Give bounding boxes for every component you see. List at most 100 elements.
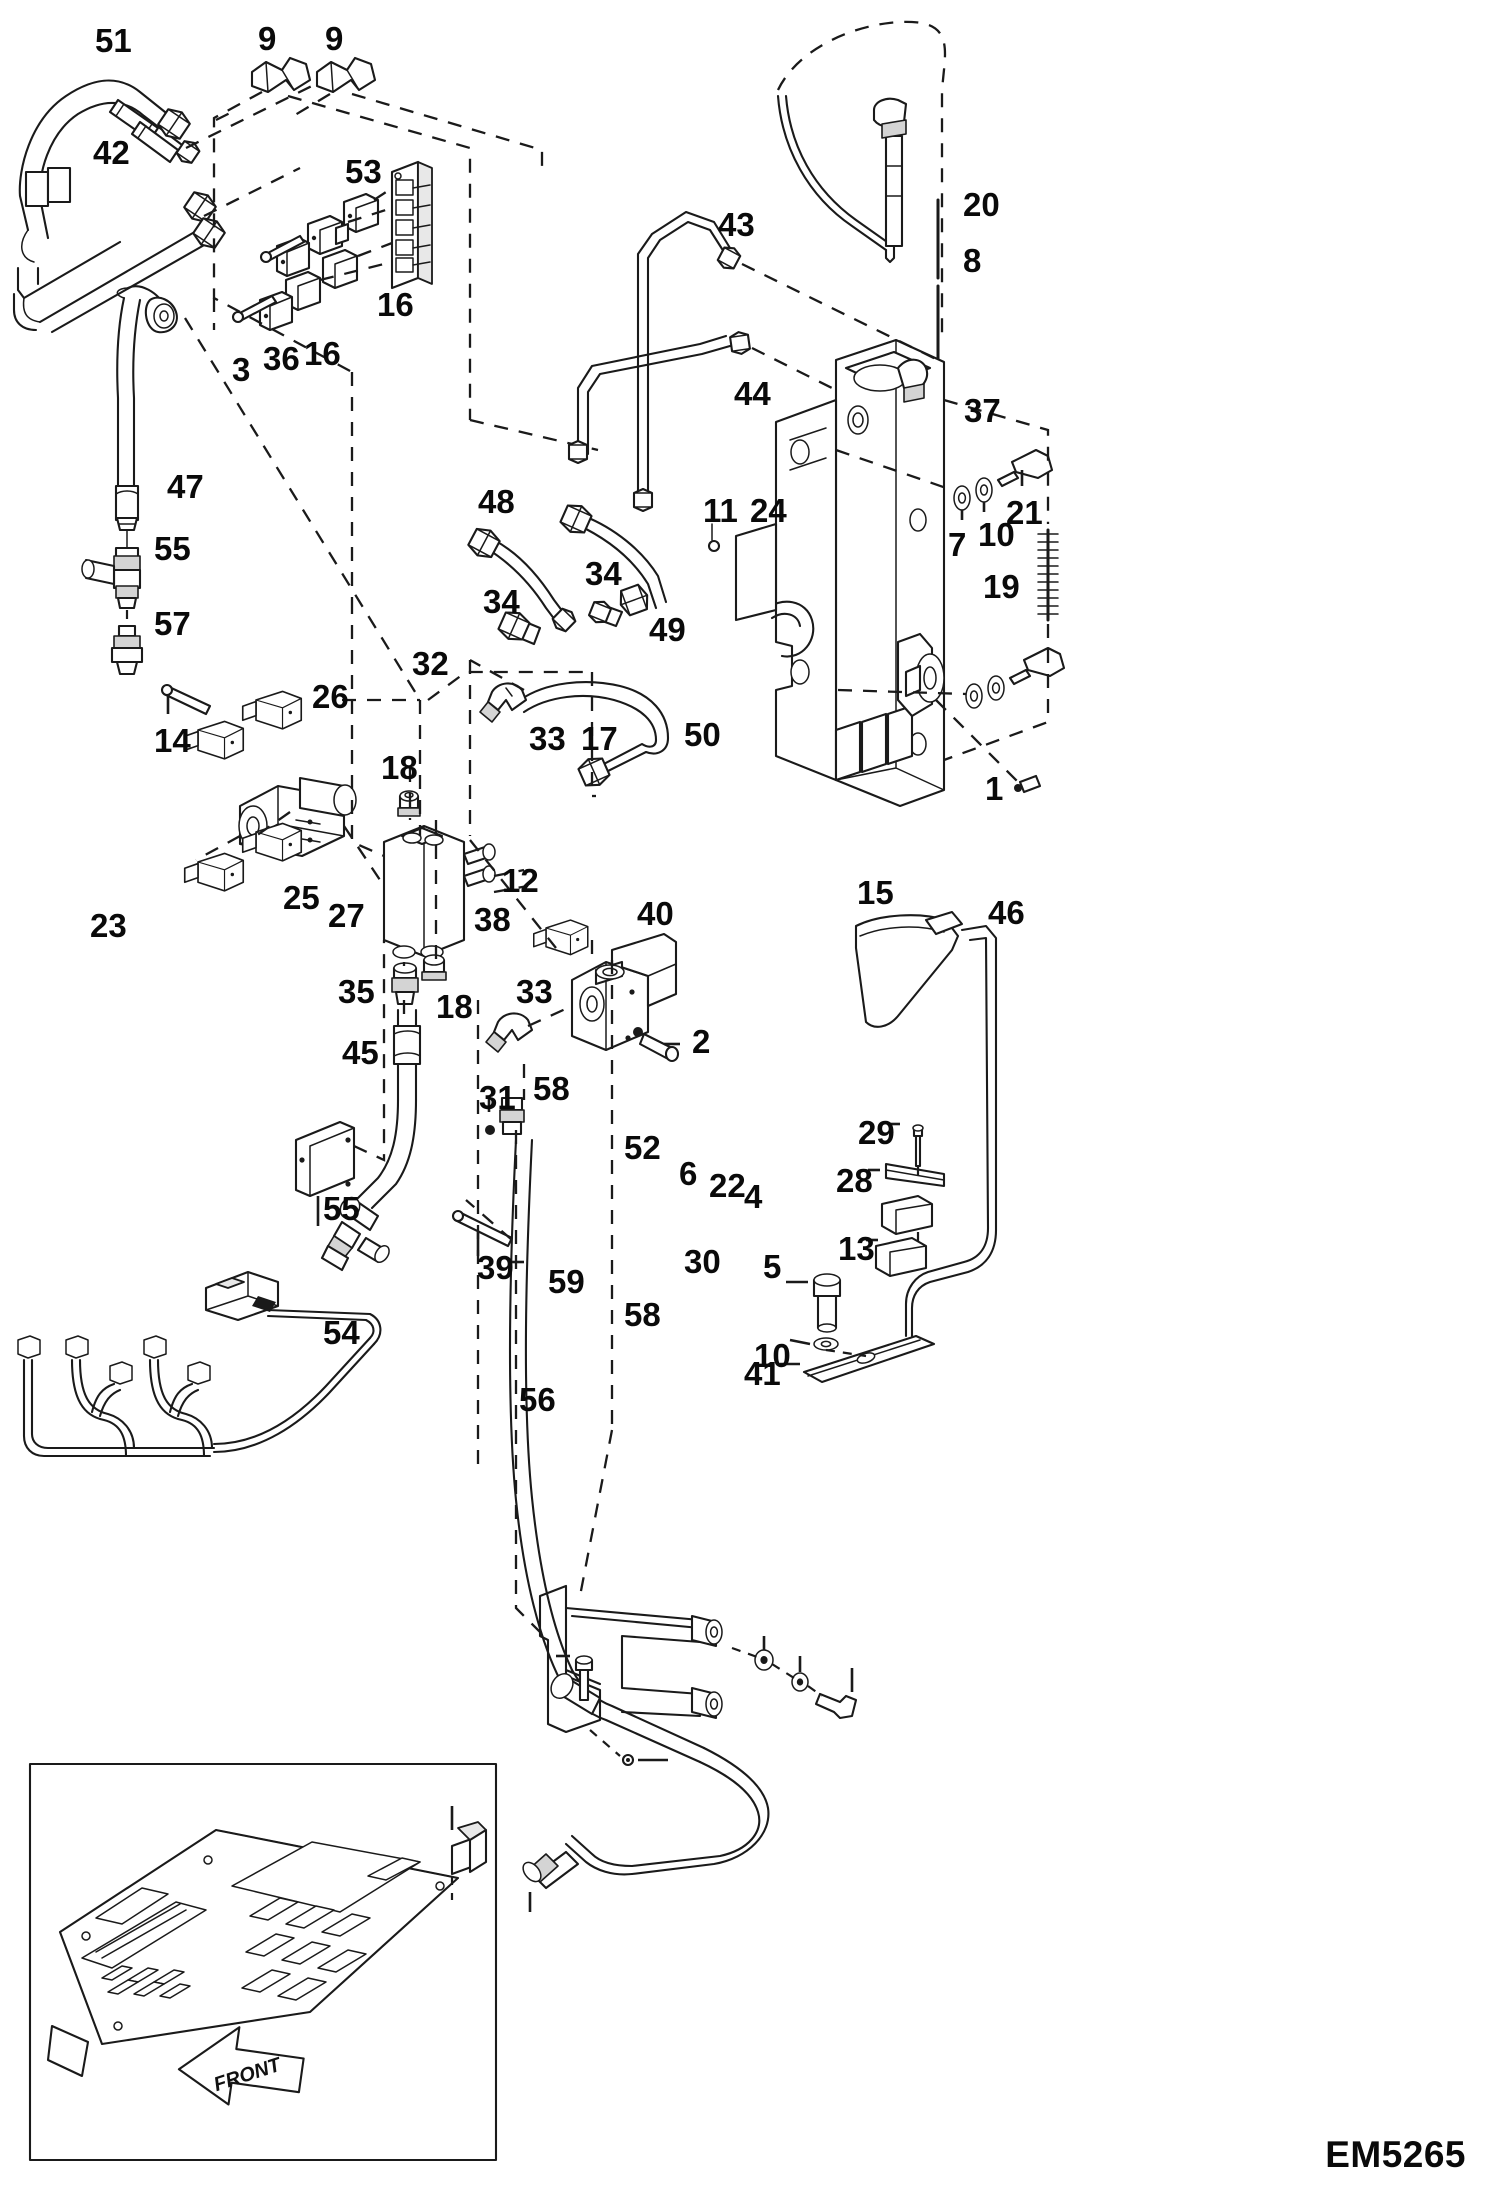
callout-43: 43 bbox=[718, 206, 755, 243]
tee-fitting-55-upper bbox=[81, 529, 142, 610]
callout-7: 7 bbox=[948, 526, 967, 563]
callout-12: 12 bbox=[502, 862, 539, 899]
callout-20: 20 bbox=[963, 186, 1000, 223]
callout-26: 26 bbox=[312, 678, 349, 715]
callout-51: 51 bbox=[95, 22, 132, 59]
callout-2: 2 bbox=[692, 1023, 711, 1060]
hose-assembly-51-42 bbox=[12, 79, 229, 334]
callout-5: 5 bbox=[763, 1248, 782, 1285]
callout-34-a: 34 bbox=[585, 555, 622, 592]
elbow-33-lower bbox=[485, 1012, 534, 1053]
callout-53: 53 bbox=[345, 153, 382, 190]
callout-45: 45 bbox=[342, 1034, 379, 1071]
callout-42: 42 bbox=[93, 134, 130, 171]
callout-18-a: 18 bbox=[381, 749, 418, 786]
callout-52: 52 bbox=[624, 1129, 661, 1166]
callout-54: 54 bbox=[323, 1314, 360, 1351]
solenoid-coil-25a bbox=[183, 852, 245, 892]
callout-3: 3 bbox=[232, 351, 251, 388]
callout-48: 48 bbox=[478, 483, 515, 520]
callout-28: 28 bbox=[836, 1162, 873, 1199]
callout-1: 1 bbox=[985, 770, 1004, 807]
callout-44: 44 bbox=[734, 375, 771, 412]
callout-15: 15 bbox=[857, 874, 894, 911]
callout-17: 17 bbox=[581, 720, 618, 757]
manifold-block-38 bbox=[382, 824, 496, 959]
callout-55-a: 55 bbox=[154, 530, 191, 567]
fitting-56 bbox=[522, 1850, 580, 1912]
callout-58-a: 58 bbox=[533, 1070, 570, 1107]
callout-23: 23 bbox=[90, 907, 127, 944]
callout-56: 56 bbox=[519, 1381, 556, 1418]
solenoid-coil-40 bbox=[533, 919, 589, 956]
callout-24: 24 bbox=[750, 492, 787, 529]
callout-18-b: 18 bbox=[436, 988, 473, 1025]
callout-9-a: 9 bbox=[258, 20, 277, 57]
callout-11: 11 bbox=[703, 492, 738, 529]
callout-29: 29 bbox=[858, 1114, 895, 1151]
bracket-plates-16-36 bbox=[231, 192, 380, 332]
callout-50: 50 bbox=[684, 716, 721, 753]
control-lever-15 bbox=[854, 910, 964, 1028]
callout-59: 59 bbox=[548, 1263, 585, 1300]
callout-21: 21 bbox=[1006, 494, 1043, 531]
callout-46: 46 bbox=[988, 894, 1025, 931]
plug-18-lower bbox=[421, 954, 447, 981]
bolt-hardware-right-upper bbox=[953, 448, 1054, 520]
callout-40: 40 bbox=[637, 895, 674, 932]
plug-57 bbox=[110, 610, 144, 676]
callout-6: 6 bbox=[679, 1155, 698, 1192]
callout-57: 57 bbox=[154, 605, 191, 642]
callout-4: 4 bbox=[744, 1178, 763, 1215]
valve-bank-53 bbox=[390, 160, 433, 290]
hose-45 bbox=[320, 1008, 422, 1272]
hose-34-49 bbox=[557, 499, 668, 628]
mount-plate-25 bbox=[294, 1120, 356, 1226]
hose-48-34 bbox=[464, 523, 580, 646]
callout-55-b: 55 bbox=[323, 1190, 360, 1227]
bolt-hardware-right-lower bbox=[965, 646, 1066, 794]
callout-33-a: 33 bbox=[529, 720, 566, 757]
drawing-code: EM5265 bbox=[1325, 2134, 1466, 2175]
callout-36: 36 bbox=[263, 340, 300, 377]
callout-34-b: 34 bbox=[483, 583, 520, 620]
callout-14: 14 bbox=[154, 722, 191, 759]
callout-16-b: 16 bbox=[304, 335, 341, 372]
wire-harness-23 bbox=[17, 1270, 382, 1458]
valve-40 bbox=[570, 932, 678, 1052]
callout-25: 25 bbox=[283, 879, 320, 916]
callout-13: 13 bbox=[838, 1230, 875, 1267]
hardware-6-22-4 bbox=[589, 1636, 858, 1767]
callout-31: 31 bbox=[479, 1079, 516, 1116]
lower-hose-39 bbox=[508, 1138, 770, 1912]
callout-58-b: 58 bbox=[624, 1296, 661, 1333]
mast-frame-37 bbox=[707, 338, 946, 808]
tube-43 bbox=[636, 210, 744, 504]
assembly-guide-lines-right bbox=[741, 262, 1050, 785]
callout-41: 41 bbox=[744, 1355, 781, 1392]
tube-44 bbox=[567, 329, 752, 513]
callout-19: 19 bbox=[983, 568, 1020, 605]
callout-33-b: 33 bbox=[516, 973, 553, 1010]
callout-38: 38 bbox=[474, 901, 511, 938]
callout-39: 39 bbox=[477, 1249, 514, 1286]
screw-14 bbox=[160, 683, 212, 716]
fitting-58-upper bbox=[485, 1096, 525, 1136]
callout-49: 49 bbox=[649, 611, 686, 648]
assembly-guide-lines-center bbox=[195, 600, 614, 1641]
callout-9-b: 9 bbox=[325, 20, 344, 57]
elbow-fittings-9 bbox=[250, 56, 377, 94]
dipstick-20-8 bbox=[776, 20, 947, 420]
bolt-5-washer-10-plate-41 bbox=[780, 1273, 936, 1384]
callout-22: 22 bbox=[709, 1167, 746, 1204]
callout-16-a: 16 bbox=[377, 286, 414, 323]
callout-30: 30 bbox=[684, 1243, 721, 1280]
spring-19 bbox=[1037, 528, 1059, 622]
hose-47 bbox=[114, 285, 178, 532]
callout-35: 35 bbox=[338, 973, 375, 1010]
callout-10-b: 10 bbox=[754, 1337, 791, 1374]
callout-47: 47 bbox=[167, 468, 204, 505]
screw-59 bbox=[556, 1654, 594, 1702]
callout-10-a: 10 bbox=[978, 516, 1015, 553]
